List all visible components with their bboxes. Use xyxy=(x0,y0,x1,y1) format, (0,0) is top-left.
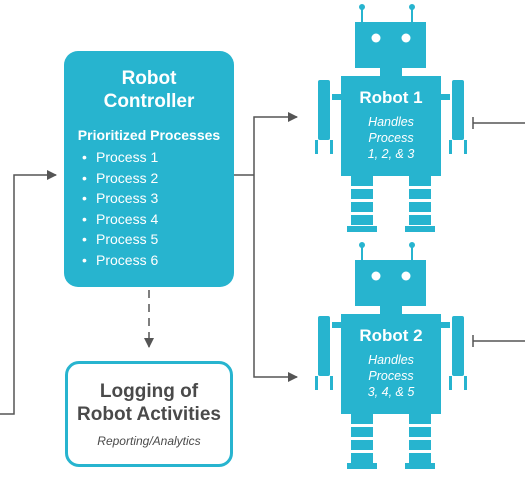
robot-1-description: Handles Process 1, 2, & 3 xyxy=(343,114,439,162)
robot-2-foot-left xyxy=(347,463,377,469)
robot-2-arm-right xyxy=(452,316,464,376)
robot-1-name: Robot 1 xyxy=(359,88,423,107)
process-item: Process 6 xyxy=(64,250,234,271)
robot-1-desc-line-1: Handles xyxy=(368,115,414,129)
robot-1-arm-left xyxy=(318,80,330,140)
robot-2-description: Handles Process 3, 4, & 5 xyxy=(343,352,439,400)
robot-controller-box: Robot Controller Prioritized Processes P… xyxy=(64,51,234,287)
robot-2-eye-right xyxy=(401,271,411,281)
process-item: Process 4 xyxy=(64,209,234,230)
logging-title: Logging of Robot Activities xyxy=(68,380,230,426)
process-item: Process 5 xyxy=(64,229,234,250)
robot-1-label: Robot 1 Handles Process 1, 2, & 3 xyxy=(343,88,439,162)
robot-2-desc-line-3: 3, 4, & 5 xyxy=(367,385,415,399)
robot-2-foot-right xyxy=(405,463,435,469)
controller-title-line-2: Controller xyxy=(103,91,195,112)
robot-2-name: Robot 2 xyxy=(359,326,423,345)
logging-box: Logging of Robot Activities Reporting/An… xyxy=(65,361,233,467)
connector-to-robot-2 xyxy=(253,175,298,382)
robot-2-arm-left xyxy=(318,316,330,376)
robot-1-foot-left xyxy=(347,226,377,232)
robot-1-desc-line-3: 1, 2, & 3 xyxy=(367,147,415,161)
robot-2-figure xyxy=(315,242,467,469)
input-connector xyxy=(0,170,57,415)
robot-2-head xyxy=(355,260,426,306)
robot-1-head xyxy=(355,22,426,68)
robot-2-eye-left xyxy=(371,271,381,281)
controller-title-line-1: Robot xyxy=(121,68,177,89)
robot-1-figure xyxy=(315,4,467,232)
robot-2-body xyxy=(341,314,441,414)
connector-to-robot-1 xyxy=(253,112,298,175)
controller-subtitle: Prioritized Processes xyxy=(77,127,221,143)
robot-2-label: Robot 2 Handles Process 3, 4, & 5 xyxy=(343,326,439,400)
logging-title-line-2: Robot Activities xyxy=(77,404,221,425)
robot-1-foot-right xyxy=(405,226,435,232)
robot-1-body xyxy=(341,76,441,176)
robot-1-eye-right xyxy=(401,33,411,43)
robot-1-desc-line-2: Process xyxy=(368,131,414,145)
logging-title-line-1: Logging of xyxy=(99,381,199,402)
process-list: Process 1 Process 2 Process 3 Process 4 … xyxy=(64,147,234,270)
robot-2-desc-line-2: Process xyxy=(368,369,414,383)
logging-subtitle: Reporting/Analytics xyxy=(97,434,201,448)
robot-2-desc-line-1: Handles xyxy=(368,353,414,367)
connectors xyxy=(0,112,525,415)
controller-title: Robot Controller xyxy=(64,67,234,113)
process-item: Process 3 xyxy=(64,188,234,209)
process-item: Process 2 xyxy=(64,168,234,189)
process-item: Process 1 xyxy=(64,147,234,168)
robot-1-eye-left xyxy=(371,33,381,43)
robot-1-arm-right xyxy=(452,80,464,140)
